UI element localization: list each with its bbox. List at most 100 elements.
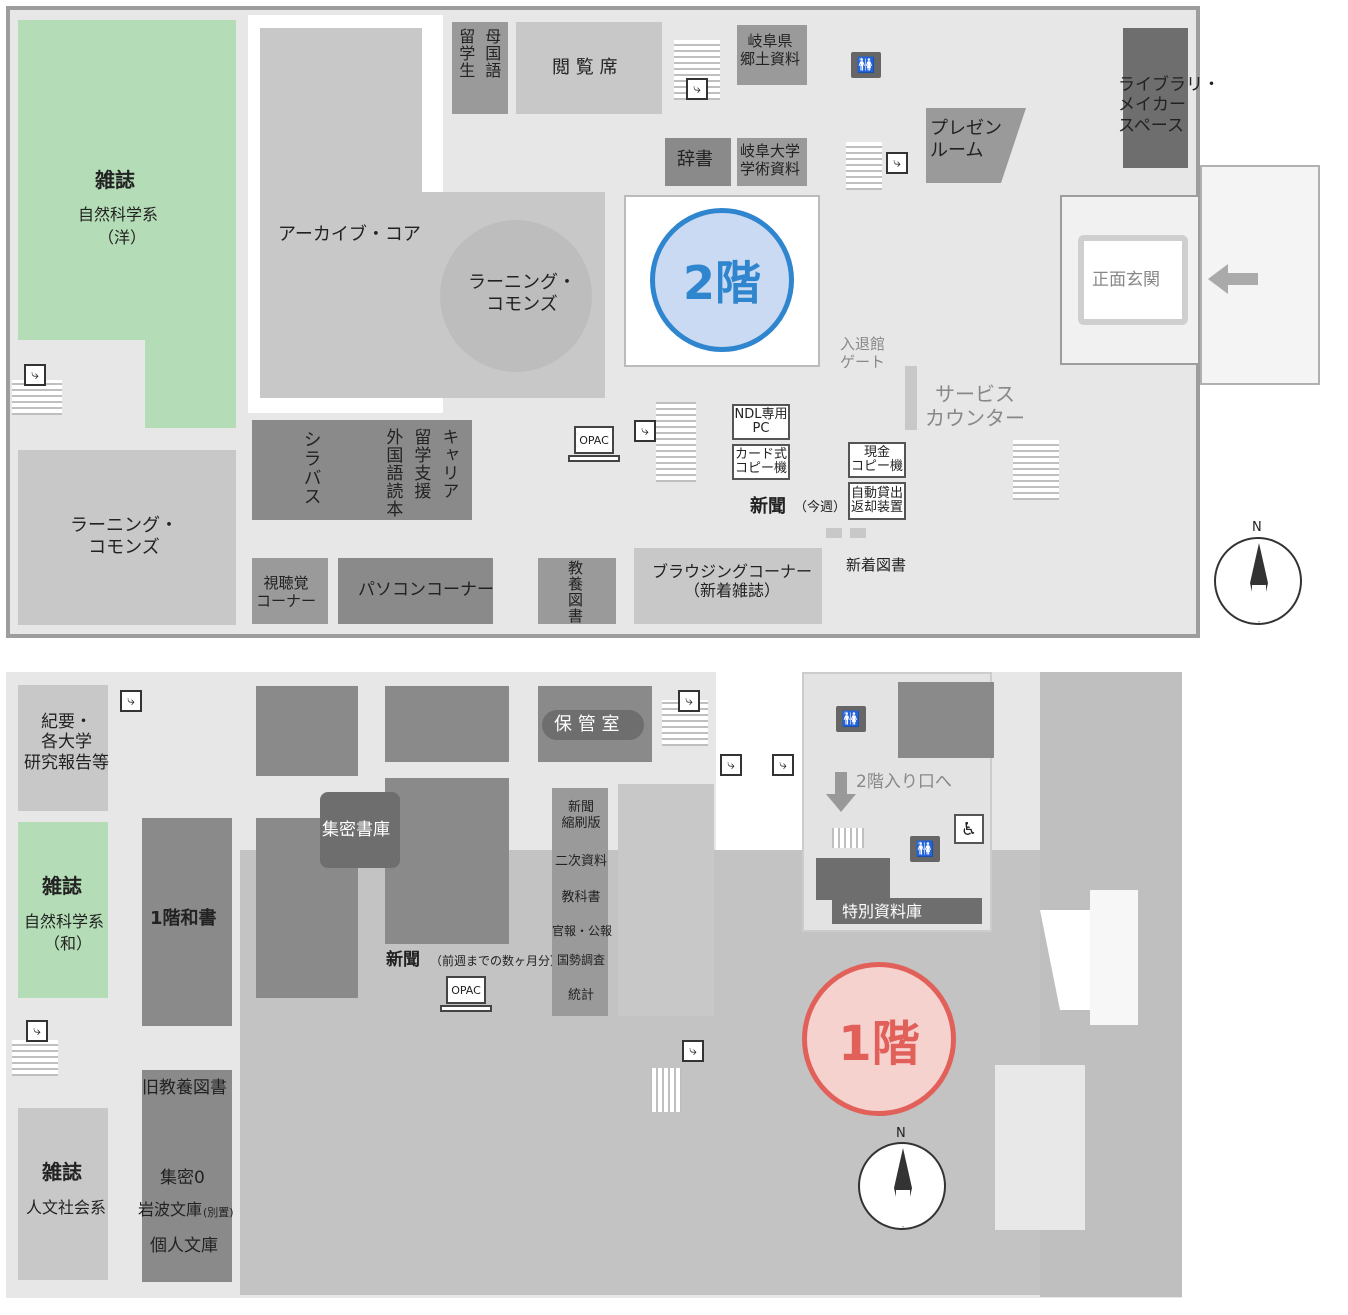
toilet-icon: 🚻 [851, 52, 881, 78]
f1-shumitsu-label: 集密書庫 [322, 820, 390, 840]
f2-gifu-kenkyo-room [737, 25, 807, 85]
f2-ndl-pc: NDL専用 PC [732, 404, 790, 440]
f2-shinbun-label: 新聞 [750, 496, 786, 517]
f1-shinbun-label: 新聞 [386, 950, 420, 970]
f2-jisho-room [665, 138, 731, 186]
f1-stairs-left [12, 1040, 58, 1076]
f2-magazine-area-lower [145, 330, 236, 428]
f1-magazine-title: 雑誌 [42, 874, 82, 898]
f2-card-copy: カード式 コピー機 [732, 444, 790, 480]
f2-browsing-room [634, 548, 822, 624]
f2-shichokaku-room [252, 558, 328, 624]
f2-learning-commons-center-label: ラーニング・ コモンズ [468, 272, 576, 315]
wheelchair-icon: ♿ [954, 814, 984, 844]
computer-icon: OPAC [440, 976, 492, 1014]
f1-hokanshitsu-pill [542, 710, 644, 740]
f1-kiyo-room [18, 685, 108, 811]
f2-pc-corner-label: パソコンコーナー [358, 580, 494, 600]
f1-lower-right-light [995, 1065, 1085, 1230]
emergency-exit-icon: ⤷ [886, 152, 908, 174]
f2-ryugakusei-label: 留学生 [456, 28, 476, 79]
toilet-icon: 🚻 [836, 706, 866, 732]
f2-auto-lend: 自動貸出 返却装置 [848, 482, 906, 520]
f2-magazine-area [18, 20, 236, 340]
f1-kyu-kyoyo-room [142, 1070, 232, 1282]
keyboard-shape [568, 455, 620, 462]
f2-shelves-block [252, 420, 472, 520]
f2-cash-copy: 現金 コピー機 [848, 442, 906, 478]
f2-stairs-mid [846, 142, 882, 190]
compass-needle-south [894, 1188, 912, 1228]
f2-service-counter-label: サービス カウンター [925, 382, 1025, 430]
opac-label: OPAC [574, 426, 614, 454]
f1-hokanshitsu-label: 保 管 室 [554, 714, 620, 735]
compass-needle-north [894, 1148, 912, 1188]
f2-ryugaku-shien-label: 留学支援 [410, 428, 431, 500]
emergency-exit-icon: ⤷ [686, 78, 708, 100]
f1-floor-badge-text: 1階 [838, 1016, 920, 1072]
f1-floor-badge: 1階 [802, 962, 956, 1116]
f1-tokubetsu-label: 特別資料庫 [842, 902, 923, 921]
f1-washo-room [142, 818, 232, 1026]
f1-iwanami-label: 岩波文庫 [138, 1200, 203, 1219]
f1-shelf-b [385, 686, 509, 762]
f1-large-room [618, 784, 714, 1016]
f2-entrance-label: 正面玄関 [1092, 270, 1160, 290]
f2-stairs-counter [1013, 440, 1059, 500]
emergency-exit-icon: ⤷ [24, 364, 46, 386]
f2-jisho-label: 辞書 [677, 149, 713, 170]
f2-learning-commons-left-label: ラーニング・ コモンズ [70, 515, 178, 558]
f1-washo-label: 1階和書 [150, 908, 217, 929]
emergency-exit-icon: ⤷ [120, 690, 142, 712]
emergency-exit-icon: ⤷ [678, 690, 700, 712]
f1-magazine2-sub: 人文社会系 [26, 1198, 107, 1217]
f2-magazine-sub: 自然科学系 [78, 205, 159, 224]
f1-stairs-corridor [832, 828, 864, 848]
f1-shelf-item-0: 新聞 縮刷版 [561, 800, 601, 831]
f2-gifu-univ-label: 岐阜大学 学術資料 [740, 142, 801, 178]
f1-shumitsu0-label: 集密0 [160, 1168, 205, 1188]
f2-archive-core-label: アーカイブ・コア [278, 224, 421, 245]
f2-learning-commons-left [18, 450, 236, 625]
f1-shumitsu-room [320, 792, 400, 868]
f2-shinbun-sub: （今週） [794, 500, 847, 515]
f2-counter-line [905, 366, 917, 430]
f1-kiyo-label: 紀要・ 各大学 研究報告等 [24, 712, 109, 773]
f2-news-rack [826, 528, 842, 538]
emergency-exit-icon: ⤷ [682, 1040, 704, 1062]
f2-entrance-frame [1078, 235, 1188, 325]
f1-magazine2-title: 雑誌 [42, 1160, 82, 1184]
f2-gate-label: 入退館 ゲート [840, 335, 886, 371]
f2-pc-corner-room [338, 558, 493, 624]
f1-shelf-item-2: 教科書 [561, 890, 601, 905]
f1-tokubetsu-room [832, 898, 982, 924]
f1-tokubetsu-room-top [816, 858, 890, 900]
f2-syllabus-label: シラバス [300, 430, 322, 506]
f2-kyoyo-tosho-room [538, 558, 616, 624]
f1-shelf-list [552, 788, 608, 1016]
f1-magazine2-room [18, 1108, 108, 1280]
f2-gifu-kenkyo-label: 岐阜県 郷土資料 [740, 32, 801, 68]
f1-shelf-a [256, 686, 358, 776]
f2-career-label: キャリア [438, 428, 459, 500]
f2-compass-n: N [1252, 520, 1262, 535]
f2-shinchaku-tosho-label: 新着図書 [846, 556, 907, 574]
f1-kojin-label: 個人文庫 [150, 1236, 218, 1256]
f2-gifu-univ-room [737, 138, 807, 186]
f1-shinbun-sub: （前週までの数ヶ月分） [430, 954, 563, 968]
emergency-exit-icon: ⤷ [26, 1020, 48, 1042]
keyboard-shape [440, 1005, 492, 1012]
f2-magazine-title: 雑誌 [95, 168, 135, 192]
f1-magazine-area [18, 822, 108, 998]
f1-magazine-sub2: （和） [44, 934, 93, 953]
f2-bokokugo-label: 母国語 [482, 28, 502, 79]
compass-needle-south [1250, 583, 1268, 623]
f2-shichokaku-label: 視聴覚 コーナー [256, 574, 317, 610]
emergency-exit-icon: ⤷ [634, 420, 656, 442]
f2-gaikokugo-label: 外国語読本 [382, 428, 403, 518]
f1-shelf-item-4: 国勢調査 [556, 953, 605, 967]
opac-label: OPAC [446, 976, 486, 1004]
emergency-exit-icon: ⤷ [772, 754, 794, 776]
f2-kyoyo-tosho-label: 教養図書 [566, 560, 584, 624]
f1-shelf-item-3: 官報・公報 [552, 924, 613, 938]
